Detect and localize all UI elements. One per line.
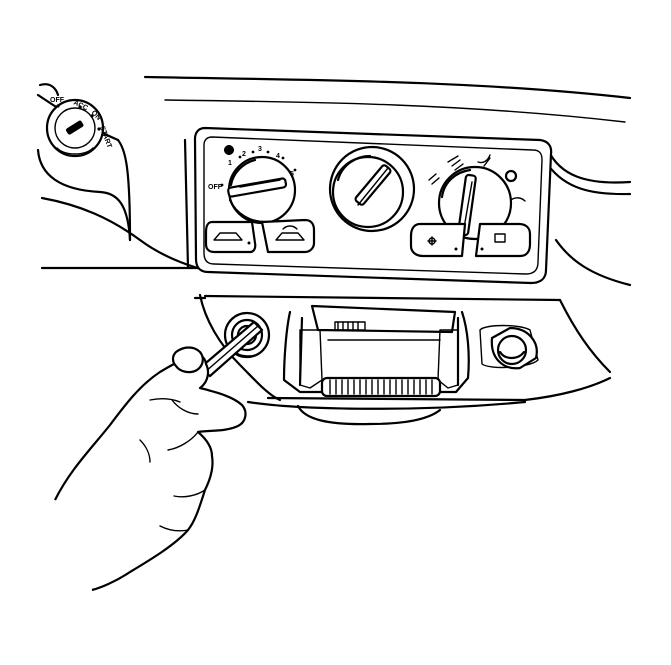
fan-label-1: 1 bbox=[228, 160, 232, 167]
ac-button bbox=[409, 222, 467, 258]
defrost-icon bbox=[504, 169, 518, 183]
recirculation-button-right bbox=[260, 218, 316, 254]
storage-bin-ribbed-pull bbox=[320, 376, 442, 398]
fan-speed-knob bbox=[220, 145, 297, 225]
ignition-label-off: OFF bbox=[50, 97, 65, 104]
fan-label-5: 5 bbox=[290, 171, 294, 178]
fan-label-3: 3 bbox=[258, 146, 262, 153]
car-recirculate-icon bbox=[275, 225, 305, 241]
floor-vent-icon bbox=[477, 154, 491, 167]
ignition-key-slot bbox=[66, 120, 84, 135]
recirculation-button-left bbox=[204, 220, 257, 254]
lower-console bbox=[193, 293, 612, 426]
power-outlet bbox=[479, 324, 539, 370]
dashboard-bezel bbox=[36, 138, 632, 287]
panel-vent-icon bbox=[447, 155, 464, 171]
car-icon bbox=[213, 232, 243, 241]
ignition-switch bbox=[45, 98, 105, 158]
bi-level-icon bbox=[428, 173, 440, 185]
mode-knob bbox=[428, 154, 526, 241]
defrost-mix-icon bbox=[510, 197, 526, 202]
dashboard-top-edge bbox=[36, 75, 632, 142]
rear-defrost-button bbox=[474, 222, 532, 258]
removal-tool bbox=[198, 320, 264, 378]
technician-hand bbox=[54, 346, 247, 592]
fan-label-off: OFF bbox=[208, 184, 223, 191]
fan-label-2: 2 bbox=[242, 151, 246, 158]
fan-label-4: 4 bbox=[276, 153, 280, 160]
rear-defrost-icon bbox=[494, 233, 506, 243]
latch-spring bbox=[334, 321, 366, 331]
temperature-knob bbox=[328, 145, 416, 233]
